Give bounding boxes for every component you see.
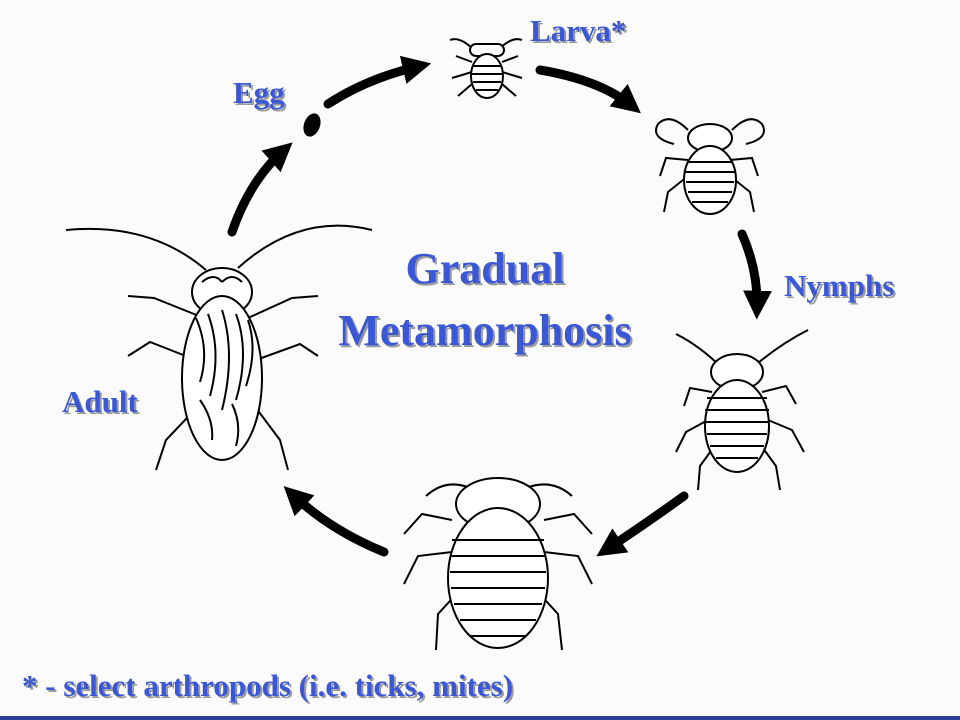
arrow-nymph2-to-nymph3 — [596, 491, 689, 557]
arrow-larva-to-nymph1 — [535, 65, 641, 114]
bottom-rule — [0, 716, 960, 720]
arrow-nymph1-to-nymph2 — [737, 229, 772, 320]
egg-icon — [303, 113, 321, 137]
nymph-small-icon — [655, 118, 765, 215]
title-line-1: Gradual — [405, 244, 565, 293]
adult-cockroach-icon — [65, 224, 373, 471]
stage-label-adult: Adult — [62, 384, 138, 419]
arrow-nymph3-to-adult — [283, 486, 389, 557]
arrow-adult-to-egg — [227, 142, 293, 237]
arrow-egg-to-larva — [323, 55, 432, 109]
nymph-large-icon — [403, 477, 593, 651]
stage-label-nymphs: Nymphs — [784, 268, 895, 303]
footnote: * - select arthropods (i.e. ticks, mites… — [22, 668, 514, 703]
title-line-2: Metamorphosis — [338, 306, 632, 355]
larva-icon — [449, 38, 523, 99]
stage-label-egg: Egg — [233, 75, 285, 110]
diagram-title: Gradual Metamorphosis — [330, 238, 640, 362]
stage-label-larva: Larva* — [530, 13, 627, 48]
nymph-medium-icon — [675, 329, 809, 491]
